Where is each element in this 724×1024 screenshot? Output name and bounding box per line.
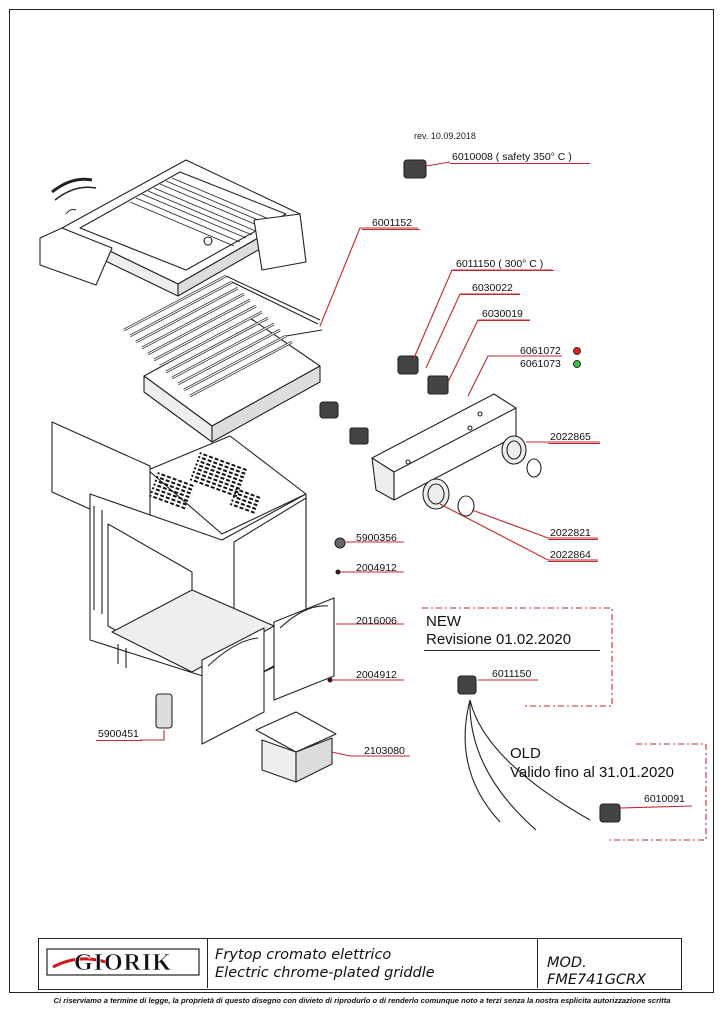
leader-underline bbox=[362, 229, 420, 230]
part-label: 2022865 bbox=[550, 431, 591, 443]
heating-elements bbox=[123, 274, 323, 443]
description-italian: Frytop cromato elettrico bbox=[215, 947, 392, 963]
part-label: 6010091 bbox=[644, 793, 685, 805]
cabinet-doors bbox=[201, 597, 335, 745]
red-dot-icon bbox=[573, 347, 581, 355]
logo-cell: GIORIK bbox=[39, 939, 208, 988]
new-title: NEW bbox=[426, 613, 461, 630]
part-label: 6011150 bbox=[492, 668, 532, 680]
giorik-logo: GIORIK bbox=[46, 948, 200, 976]
drawing-frame bbox=[9, 9, 714, 993]
part-label: 6061073 bbox=[520, 358, 561, 370]
leader-underline bbox=[478, 320, 530, 321]
griddle-plate bbox=[39, 159, 307, 297]
leader-underline bbox=[548, 561, 598, 562]
part-label: 6010008 ( safety 350° C ) bbox=[452, 151, 572, 163]
part-label: 5900356 bbox=[356, 532, 397, 544]
leader-underline bbox=[452, 270, 554, 271]
part-label: 6030022 bbox=[472, 282, 513, 294]
grease-drawer bbox=[255, 711, 337, 783]
leader-underline bbox=[96, 740, 142, 741]
new-underline bbox=[424, 650, 600, 651]
leader-underline bbox=[548, 443, 600, 444]
thermostats bbox=[319, 159, 621, 823]
old-subtitle: Valido fino al 31.01.2020 bbox=[510, 764, 675, 781]
logo-text: GIORIK bbox=[74, 950, 172, 976]
new-subtitle: Revisione 01.02.2020 bbox=[426, 631, 572, 648]
model-number: MOD. FME741GCRX bbox=[547, 955, 647, 988]
control-panel bbox=[371, 393, 542, 517]
cabinet-body bbox=[51, 421, 307, 729]
old-title: OLD bbox=[510, 745, 541, 762]
copyright-footer: Ci riserviamo a termine di legge, la pro… bbox=[53, 996, 671, 1005]
model-cell: MOD. FME741GCRX bbox=[537, 939, 680, 988]
part-label: 6011150 ( 300° C ) bbox=[456, 258, 544, 270]
part-label: 5900451 bbox=[98, 728, 139, 740]
part-label: 2004912 bbox=[356, 562, 397, 574]
part-label: 2103080 bbox=[364, 745, 405, 757]
leader-underline bbox=[460, 294, 520, 295]
part-label: 6001152 bbox=[372, 217, 413, 229]
part-label: 6030019 bbox=[482, 308, 523, 320]
description-cell: Frytop cromato elettrico Electric chrome… bbox=[207, 939, 538, 988]
title-block: GIORIK Frytop cromato elettrico Electric… bbox=[38, 938, 682, 990]
leader-underline bbox=[450, 163, 590, 164]
description-english: Electric chrome-plated griddle bbox=[215, 965, 435, 981]
leader-underline bbox=[548, 539, 598, 540]
part-label: 2022864 bbox=[550, 549, 591, 561]
part-label: 2022821 bbox=[550, 527, 591, 539]
part-label: 2004912 bbox=[356, 669, 397, 681]
part-label: 6061072 bbox=[520, 345, 561, 357]
revision-label: rev. 10.09.2018 bbox=[414, 131, 476, 141]
green-dot-icon bbox=[573, 360, 581, 368]
part-label: 2016006 bbox=[356, 615, 397, 627]
